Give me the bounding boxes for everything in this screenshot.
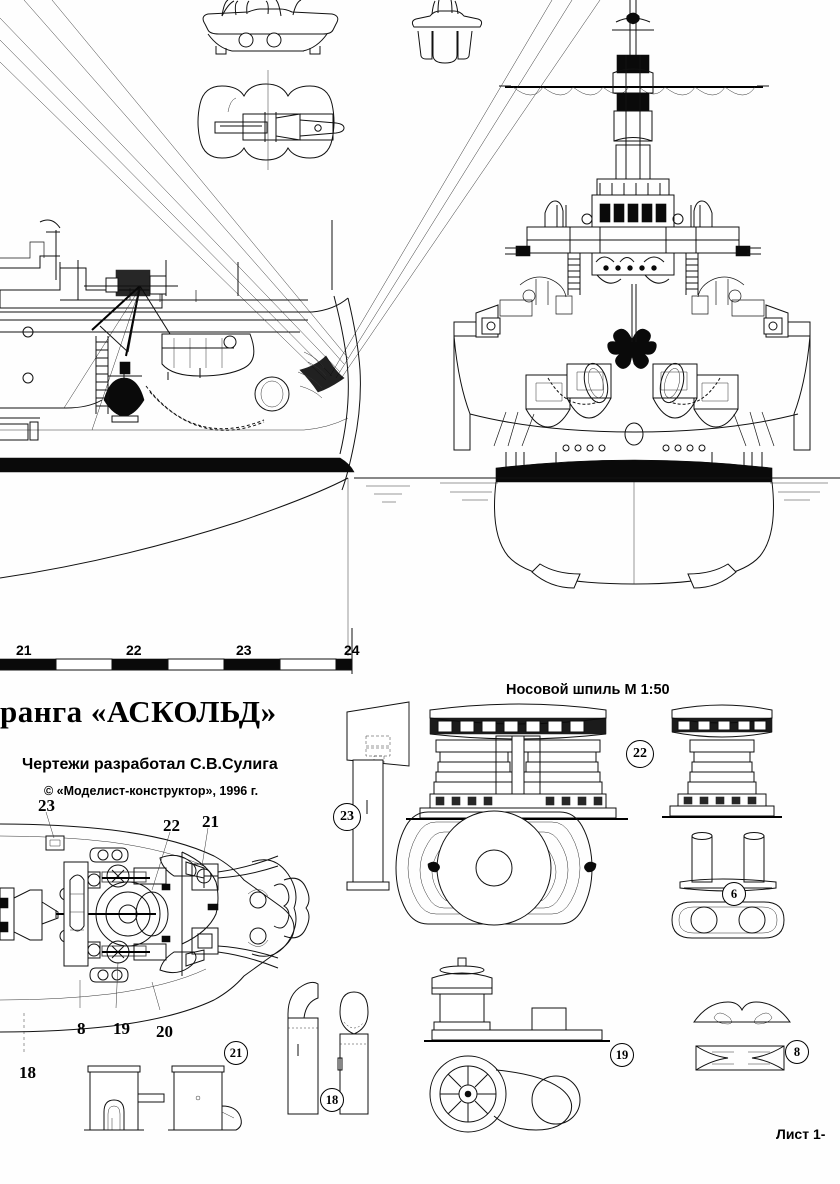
- detail-cleat-front-view: [202, 0, 339, 55]
- plan-callout-23: 23: [38, 796, 55, 815]
- detail-bitt-front-view: [411, 0, 483, 64]
- part-badge-8: 8: [785, 1040, 809, 1064]
- capstan-plan-view: [395, 810, 597, 926]
- scale-tick-24: 24: [344, 642, 360, 658]
- part-19-deck-winch: [424, 957, 610, 1133]
- bow-side-profile: [0, 0, 840, 656]
- forecastle-deck-plan: [0, 811, 310, 1052]
- part-badge-19: 19: [610, 1043, 634, 1067]
- plan-callout-19: 19: [113, 1019, 130, 1038]
- scale-bar: [0, 628, 353, 674]
- part-badge-21: 21: [224, 1041, 248, 1065]
- side-anchor: [103, 361, 145, 423]
- sheet-number-label: Лист 1-: [776, 1126, 826, 1142]
- bow-crest-ornament: [607, 328, 657, 369]
- plan-callout-22: 22: [163, 816, 180, 835]
- capstan-double-elevation: [395, 703, 782, 926]
- part-8-fairlead-chock: [693, 1001, 791, 1071]
- bow-front-elevation: [440, 0, 828, 589]
- side-boottop-band: [0, 457, 355, 473]
- plan-callout-18: 18: [19, 1063, 36, 1082]
- part-badge-23: 23: [333, 803, 361, 831]
- scale-tick-21: 21: [16, 642, 32, 658]
- part-badge-6: 6: [722, 882, 746, 906]
- scale-tick-22: 22: [126, 642, 142, 658]
- capstan-caption: Носовой шпиль М 1:50: [506, 682, 670, 698]
- part-23-vent-trunk: [346, 701, 410, 891]
- designer-credit: Чертежи разработал С.В.Сулига: [22, 756, 278, 773]
- bow-boottop-band: [495, 459, 773, 483]
- plan-callout-21: 21: [202, 812, 219, 831]
- part-18-ventilator-cowls: [287, 981, 369, 1115]
- page-title: ранга «АСКОЛЬД»: [0, 694, 277, 729]
- plan-callout-8: 8: [77, 1019, 86, 1038]
- part-badge-22: 22: [626, 740, 654, 768]
- detail-cleat-plan-view: [197, 70, 345, 170]
- part-21-deckhouses: [84, 1065, 242, 1131]
- copyright-notice: © «Моделист-конструктор», 1996 г.: [44, 784, 259, 798]
- plan-callout-20: 20: [156, 1022, 173, 1041]
- scale-tick-23: 23: [236, 642, 252, 658]
- part-badge-18: 18: [320, 1088, 344, 1112]
